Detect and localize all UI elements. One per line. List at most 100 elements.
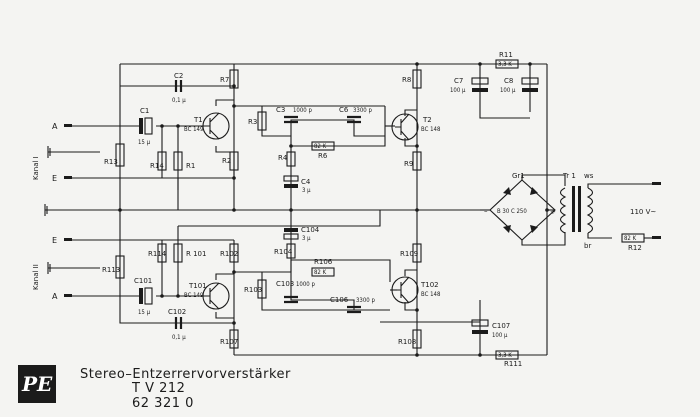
r14-name: R14 (150, 162, 164, 170)
c106-value: 3300 p (356, 297, 375, 304)
wire-c3-c6 (290, 119, 385, 137)
c6-name: C6 (339, 106, 349, 114)
transistor-t102-icon (391, 276, 419, 304)
transformer-ws-label: ws (584, 172, 594, 180)
input-a1-label: A (52, 122, 58, 131)
labels: A E E A Kanal I Kanal II R11 3,3 K R111 … (32, 51, 656, 368)
resistor-r14 (157, 151, 167, 171)
r13-name: R13 (104, 158, 118, 166)
wire-t1-collector (215, 99, 234, 106)
r106-value: 82 K (314, 269, 327, 276)
wire-t1-emitter (215, 146, 235, 210)
wire-t2-emitter (404, 138, 417, 147)
pe-logo-icon (18, 365, 56, 403)
r111-name: R111 (504, 360, 522, 368)
title-line-3: 62 321 0 (132, 396, 194, 411)
resistor-r2 (229, 151, 239, 171)
c106-name: C106 (330, 296, 349, 304)
c6-value: 3300 p (353, 107, 372, 114)
capacitor-c7-icon (471, 77, 489, 85)
r102-name: R102 (220, 250, 238, 258)
c7-value: 100 µ (450, 87, 466, 94)
ground-icon (44, 204, 60, 216)
resistor-r8 (412, 69, 422, 89)
c101-value: 15 µ (138, 309, 151, 316)
c4-name: C4 (301, 178, 311, 186)
r107-name: R107 (220, 338, 238, 346)
bridge-plus-sign: + (550, 208, 556, 216)
transistors (200, 112, 419, 310)
resistor-r107 (229, 329, 239, 349)
r114-name: R114 (148, 250, 167, 258)
wire-c103-c106 (290, 272, 355, 310)
r6-name: R6 (318, 152, 328, 160)
t102-name: T102 (420, 281, 439, 289)
bridge-label: B 30 C 250 (497, 208, 527, 215)
resistor-r102 (229, 243, 239, 263)
r101-name: R 101 (186, 250, 206, 258)
capacitor-c2-icon (174, 80, 183, 92)
t1-value: BC 149 (184, 126, 204, 133)
capacitor-c4-icon (284, 184, 298, 188)
c103-name: C103 (276, 280, 294, 288)
channel-2-label: Kanal II (32, 264, 40, 290)
t2-value: BC 148 (421, 126, 441, 133)
resistor-r9 (412, 151, 422, 171)
capacitor-c101-icon (139, 288, 143, 304)
c102-value: 0,1 µ (172, 334, 186, 341)
resistor-r12 (621, 233, 645, 243)
t2-name: T2 (422, 116, 432, 124)
resistor-r109 (412, 243, 422, 263)
t101-value: BC 149 (184, 292, 204, 299)
c107-value: 100 µ (492, 332, 508, 339)
transformer-secondary-icon (586, 187, 594, 234)
resistor-r7 (229, 69, 239, 89)
c104-value: 3 µ (302, 235, 311, 242)
terminal-icon (64, 176, 72, 179)
gr1-label: Gr1 (512, 172, 525, 180)
wire-c102 (119, 250, 234, 324)
r1-name: R1 (186, 162, 195, 170)
c3-value: 1000 p (293, 107, 312, 114)
capacitor-c103-icon (284, 295, 298, 304)
c101-name: C101 (134, 277, 152, 285)
resistor-r4 (286, 151, 296, 167)
title-line-1: Stereo–Entzerrervorverstärker (80, 367, 291, 382)
input-a2-label: A (52, 292, 58, 301)
r104-name: R104 (274, 248, 293, 256)
resistor-r101 (173, 243, 183, 263)
resistor-r3 (257, 111, 267, 131)
resistor-r5 (311, 141, 335, 151)
resistor-r1 (173, 151, 183, 171)
input-e1-label: E (52, 174, 57, 183)
resistor-r106 (311, 267, 335, 277)
terminal-icon (64, 124, 72, 127)
c104-name: C104 (301, 226, 320, 234)
c1-value: 15 µ (138, 139, 151, 146)
r7-name: R7 (220, 76, 229, 84)
transformer-label: Tr 1 (562, 172, 576, 180)
channel-1-label: Kanal I (32, 156, 40, 180)
resistors (115, 59, 645, 360)
resistor-r13 (115, 143, 125, 167)
ground-icon (47, 262, 62, 274)
capacitor-c3-icon (284, 115, 298, 124)
transformer-primary-icon (559, 187, 567, 234)
wire-r3 (234, 105, 291, 137)
title-line-2: T V 212 (131, 381, 185, 396)
c8-name: C8 (504, 77, 513, 85)
rectifier-bridge (489, 179, 556, 241)
junction-dots (118, 62, 549, 357)
input-terminals (44, 124, 100, 297)
wire-bridge-top (521, 174, 566, 186)
r5-value: 82 K (314, 143, 327, 150)
bridge-minus-sign: – (484, 207, 488, 215)
wire-t101-emitter (215, 312, 234, 319)
capacitor-c6-icon (347, 115, 361, 124)
r9-name: R9 (404, 160, 413, 168)
wire-bridge-bottom (521, 232, 566, 246)
c1-name: C1 (140, 107, 149, 115)
r3-name: R3 (248, 118, 257, 126)
input-e2-label: E (52, 236, 57, 245)
